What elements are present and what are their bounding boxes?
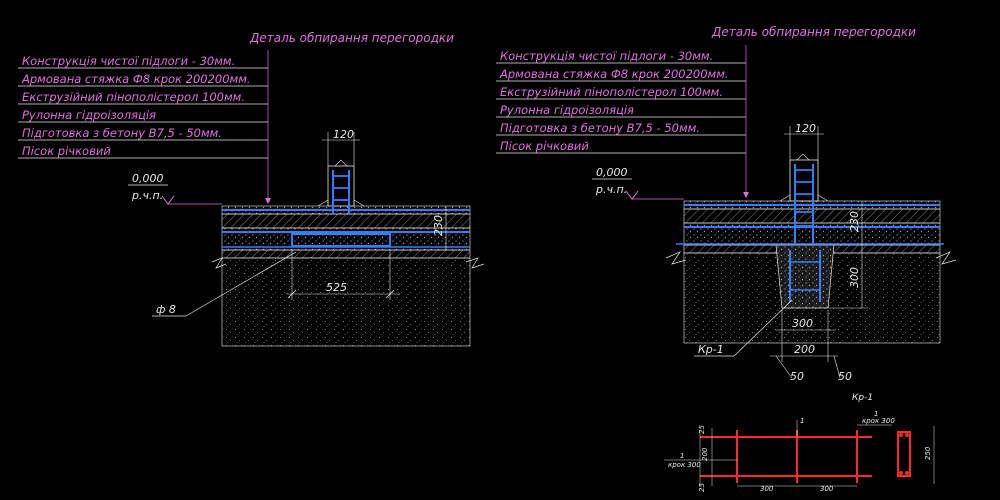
left-layer-5: Підготовка з бетону В7,5 - 50мм. — [22, 126, 222, 140]
left-dim-wall: 120 — [322, 128, 360, 166]
left-layer-2: Армована стяжка Ф8 крок 200200мм. — [21, 72, 251, 86]
left-floor-section — [211, 205, 485, 347]
svg-text:50: 50 — [790, 370, 804, 383]
svg-text:25: 25 — [698, 483, 706, 492]
svg-text:1: 1 — [874, 410, 878, 418]
svg-text:крок 300: крок 300 — [862, 417, 895, 425]
cage-cross-section — [897, 426, 935, 484]
svg-text:р.ч.п.: р.ч.п. — [595, 183, 627, 196]
left-partition-wall — [317, 159, 365, 214]
svg-text:25: 25 — [698, 425, 706, 434]
left-layer-1: Конструкція чистої підлоги - 30мм. — [22, 54, 235, 68]
svg-text:крок 300: крок 300 — [668, 461, 701, 469]
left-dim-thickening: 525 — [286, 250, 400, 300]
svg-text:230: 230 — [432, 215, 445, 236]
cage-detail: Кр-1 1 1 крок 300 1 крок 300 200 25 25 3… — [664, 393, 935, 493]
right-dim-depth: 300 — [828, 245, 868, 309]
right-layer-6: Пісок річковий — [500, 139, 589, 153]
svg-text:Кр-1: Кр-1 — [698, 343, 724, 356]
right-layer-3: Екструзійний пінополістерол 100мм. — [500, 85, 723, 99]
svg-text:300: 300 — [820, 485, 834, 493]
right-partition-wall — [779, 153, 829, 244]
cage-title: Кр-1 — [852, 393, 873, 403]
svg-text:0,000: 0,000 — [132, 172, 164, 185]
svg-text:300: 300 — [760, 485, 774, 493]
right-dim-wall: 120 — [784, 122, 824, 160]
svg-text:ф 8: ф 8 — [156, 303, 176, 316]
left-layer-table — [18, 50, 269, 200]
svg-text:120: 120 — [795, 122, 816, 135]
cage-elevation — [664, 420, 892, 487]
svg-text:230: 230 — [848, 211, 861, 232]
right-layer-5: Підготовка з бетону В7,5 - 50мм. — [500, 121, 700, 135]
svg-text:525: 525 — [326, 281, 347, 294]
right-layer-1: Конструкція чистої підлоги - 30мм. — [500, 49, 713, 63]
left-rebar-callout: ф 8 — [152, 251, 297, 317]
left-dim-layers: 230 — [432, 206, 447, 250]
svg-text:1: 1 — [800, 417, 804, 425]
svg-text:50: 50 — [838, 370, 852, 383]
right-cage-callout: Кр-1 — [694, 299, 793, 357]
svg-text:300: 300 — [848, 267, 861, 288]
right-layer-2: Армована стяжка Ф8 крок 200200мм. — [499, 67, 729, 81]
right-detail: Деталь обпирання перегородки Конструкція… — [496, 25, 957, 383]
svg-text:р.ч.п.: р.ч.п. — [131, 189, 163, 202]
right-level-mark: 0,000 р.ч.п. — [592, 166, 684, 200]
left-layer-3: Екструзійний пінополістерол 100мм. — [22, 90, 245, 104]
svg-text:300: 300 — [792, 317, 813, 330]
left-level-mark: 0,000 р.ч.п. — [128, 172, 222, 205]
svg-text:250: 250 — [924, 446, 932, 460]
svg-text:1: 1 — [680, 452, 684, 460]
svg-text:0,000: 0,000 — [596, 166, 628, 179]
left-leader-arrow-icon — [265, 198, 271, 204]
left-detail: Деталь обпирання перегородки Конструкція… — [18, 31, 485, 347]
right-layer-4: Рулонна гідроізоляція — [500, 103, 634, 117]
left-layer-4: Рулонна гідроізоляція — [22, 108, 156, 122]
right-layer-table — [496, 45, 747, 193]
svg-text:200: 200 — [701, 447, 709, 461]
right-dim-trench: 300 200 50 50 — [770, 310, 852, 383]
svg-text:120: 120 — [333, 128, 354, 141]
left-detail-title: Деталь обпирання перегородки — [249, 31, 454, 45]
right-dim-layers: 230 — [848, 201, 863, 245]
left-layer-6: Пісок річковий — [22, 144, 111, 158]
svg-text:200: 200 — [794, 343, 815, 356]
right-leader-arrow-icon — [743, 192, 749, 198]
right-detail-title: Деталь обпирання перегородки — [711, 25, 916, 39]
